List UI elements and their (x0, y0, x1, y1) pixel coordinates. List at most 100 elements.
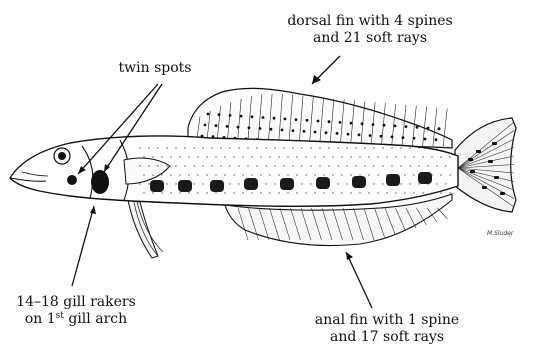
dorsal-fin-label-line1: dorsal fin with 4 spines (262, 13, 478, 30)
caudal-spot (476, 150, 481, 153)
body-scale-dot (193, 183, 194, 184)
body-scale-dot (202, 165, 203, 166)
body-scale-dot (314, 156, 315, 157)
caudal-spot (500, 192, 505, 195)
body-scale-dot (368, 192, 369, 193)
lateral-bar (150, 180, 164, 192)
body-scale-dot (265, 147, 266, 148)
body-scale-dot (400, 165, 401, 166)
body-scale-dot (422, 192, 423, 193)
body-scale-dot (413, 156, 414, 157)
body-scale-dot (377, 156, 378, 157)
lateral-bar (178, 180, 192, 192)
anal-fin-label-line1: anal fin with 1 spine (292, 312, 482, 329)
body-scale-dot (314, 192, 315, 193)
body-scale-dot (274, 165, 275, 166)
body-scale-dot (436, 147, 437, 148)
dorsal-fin-label: dorsal fin with 4 spines and 21 soft ray… (262, 13, 478, 47)
dorsal-spot (325, 131, 328, 134)
dorsal-spot (339, 121, 342, 124)
caudal-spot (488, 160, 493, 163)
dorsal-spot (262, 116, 265, 119)
body-scale-dot (431, 156, 432, 157)
body-scale-dot (247, 147, 248, 148)
body-scale-dot (193, 165, 194, 166)
body-scale-dot (346, 165, 347, 166)
body-scale-dot (148, 147, 149, 148)
body-scale-dot (197, 192, 198, 193)
body-scale-dot (260, 192, 261, 193)
body-scale-dot (310, 147, 311, 148)
body-scale-dot (256, 147, 257, 148)
body-scale-dot (292, 165, 293, 166)
body-scale-dot (157, 165, 158, 166)
body-scale-dot (368, 156, 369, 157)
body-scale-dot (319, 165, 320, 166)
gill-rakers-suffix: gill arch (64, 311, 127, 327)
body-scale-dot (332, 156, 333, 157)
body-scale-dot (427, 147, 428, 148)
body-scale-dot (373, 147, 374, 148)
body-scale-dot (197, 156, 198, 157)
body-scale-dot (382, 147, 383, 148)
body-scale-dot (346, 183, 347, 184)
body-scale-dot (179, 192, 180, 193)
body-scale-dot (157, 147, 158, 148)
dorsal-spot (328, 120, 331, 123)
body-scale-dot (220, 147, 221, 148)
body-scale-dot (386, 192, 387, 193)
body-scale-dot (229, 183, 230, 184)
body-scale-dot (166, 147, 167, 148)
dorsal-spot (427, 127, 430, 130)
dorsal-spot (295, 118, 298, 121)
body-scale-dot (364, 165, 365, 166)
dorsal-spot (435, 138, 438, 141)
body-scale-dot (179, 174, 180, 175)
dorsal-spot (369, 134, 372, 137)
body-scale-dot (197, 174, 198, 175)
body-scale-dot (296, 192, 297, 193)
dorsal-spot (372, 123, 375, 126)
dorsal-spot (405, 125, 408, 128)
body-scale-dot (238, 147, 239, 148)
body-scale-dot (328, 165, 329, 166)
body-scale-dot (418, 165, 419, 166)
body-scale-dot (215, 156, 216, 157)
body-scale-dot (211, 165, 212, 166)
body-scale-dot (305, 156, 306, 157)
caudal-spot (482, 186, 487, 189)
body-scale-dot (413, 174, 414, 175)
body-scale-dot (287, 192, 288, 193)
body-scale-dot (233, 156, 234, 157)
body-scale-dot (278, 156, 279, 157)
body-scale-dot (143, 192, 144, 193)
dorsal-spot (413, 137, 416, 140)
dorsal-spot (438, 127, 441, 130)
gill-rakers-label-line1: 14–18 gill rakers (6, 294, 146, 311)
body-scale-dot (193, 147, 194, 148)
dorsal-spot (303, 130, 306, 133)
lateral-bar (210, 180, 224, 192)
body-scale-dot (377, 192, 378, 193)
body-scale-dot (341, 174, 342, 175)
body-scale-dot (220, 165, 221, 166)
body-scale-dot (449, 156, 450, 157)
body-scale-dot (211, 147, 212, 148)
body-scale-dot (251, 192, 252, 193)
body-scale-dot (391, 147, 392, 148)
body-scale-dot (170, 174, 171, 175)
fish-body (10, 136, 458, 206)
body-scale-dot (323, 156, 324, 157)
body-scale-dot (341, 156, 342, 157)
body-scale-dot (436, 165, 437, 166)
body-scale-dot (445, 183, 446, 184)
lateral-bar (280, 178, 294, 190)
body-scale-dot (440, 156, 441, 157)
dorsal-spot (358, 133, 361, 136)
caudal-spot (492, 142, 497, 145)
twin-spots-label: twin spots (110, 60, 200, 77)
dorsal-spot (347, 133, 350, 136)
body-scale-dot (188, 156, 189, 157)
dorsal-spot (281, 129, 284, 132)
body-scale-dot (265, 165, 266, 166)
